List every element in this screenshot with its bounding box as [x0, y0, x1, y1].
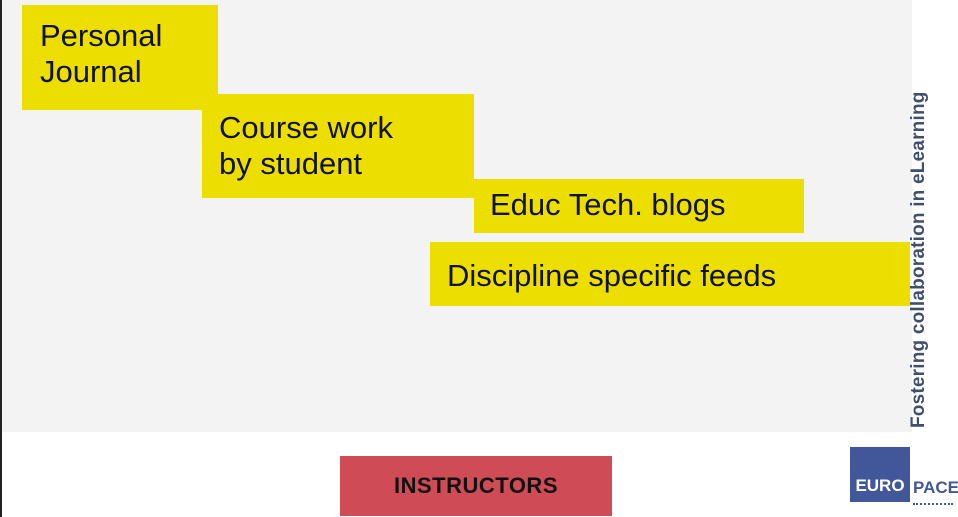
box-discipline-feeds: Discipline specific feeds — [430, 242, 910, 306]
slide-left-border — [0, 0, 2, 517]
box-personal-journal-line2: Journal — [40, 54, 142, 89]
box-course-work-line1: Course work — [219, 110, 393, 145]
logo-pace: PACE — [913, 478, 958, 497]
sidebar-vertical-text: Fostering collaboration in eLearning — [908, 91, 929, 428]
europace-logo: EURO PACE — [850, 447, 958, 517]
logo-euro: EURO — [850, 447, 910, 502]
box-personal-journal: Personal Journal — [22, 5, 218, 110]
box-personal-journal-line1: Personal — [40, 18, 163, 53]
instructors-label: INSTRUCTORS — [340, 456, 612, 516]
box-discipline-feeds-text: Discipline specific feeds — [447, 258, 777, 293]
box-course-work-line2: by student — [219, 146, 363, 181]
logo-dots — [913, 503, 953, 507]
box-course-work: Course work by student — [202, 94, 474, 198]
box-educ-tech-blogs-text: Educ Tech. blogs — [490, 187, 726, 222]
box-educ-tech-blogs: Educ Tech. blogs — [474, 179, 804, 233]
